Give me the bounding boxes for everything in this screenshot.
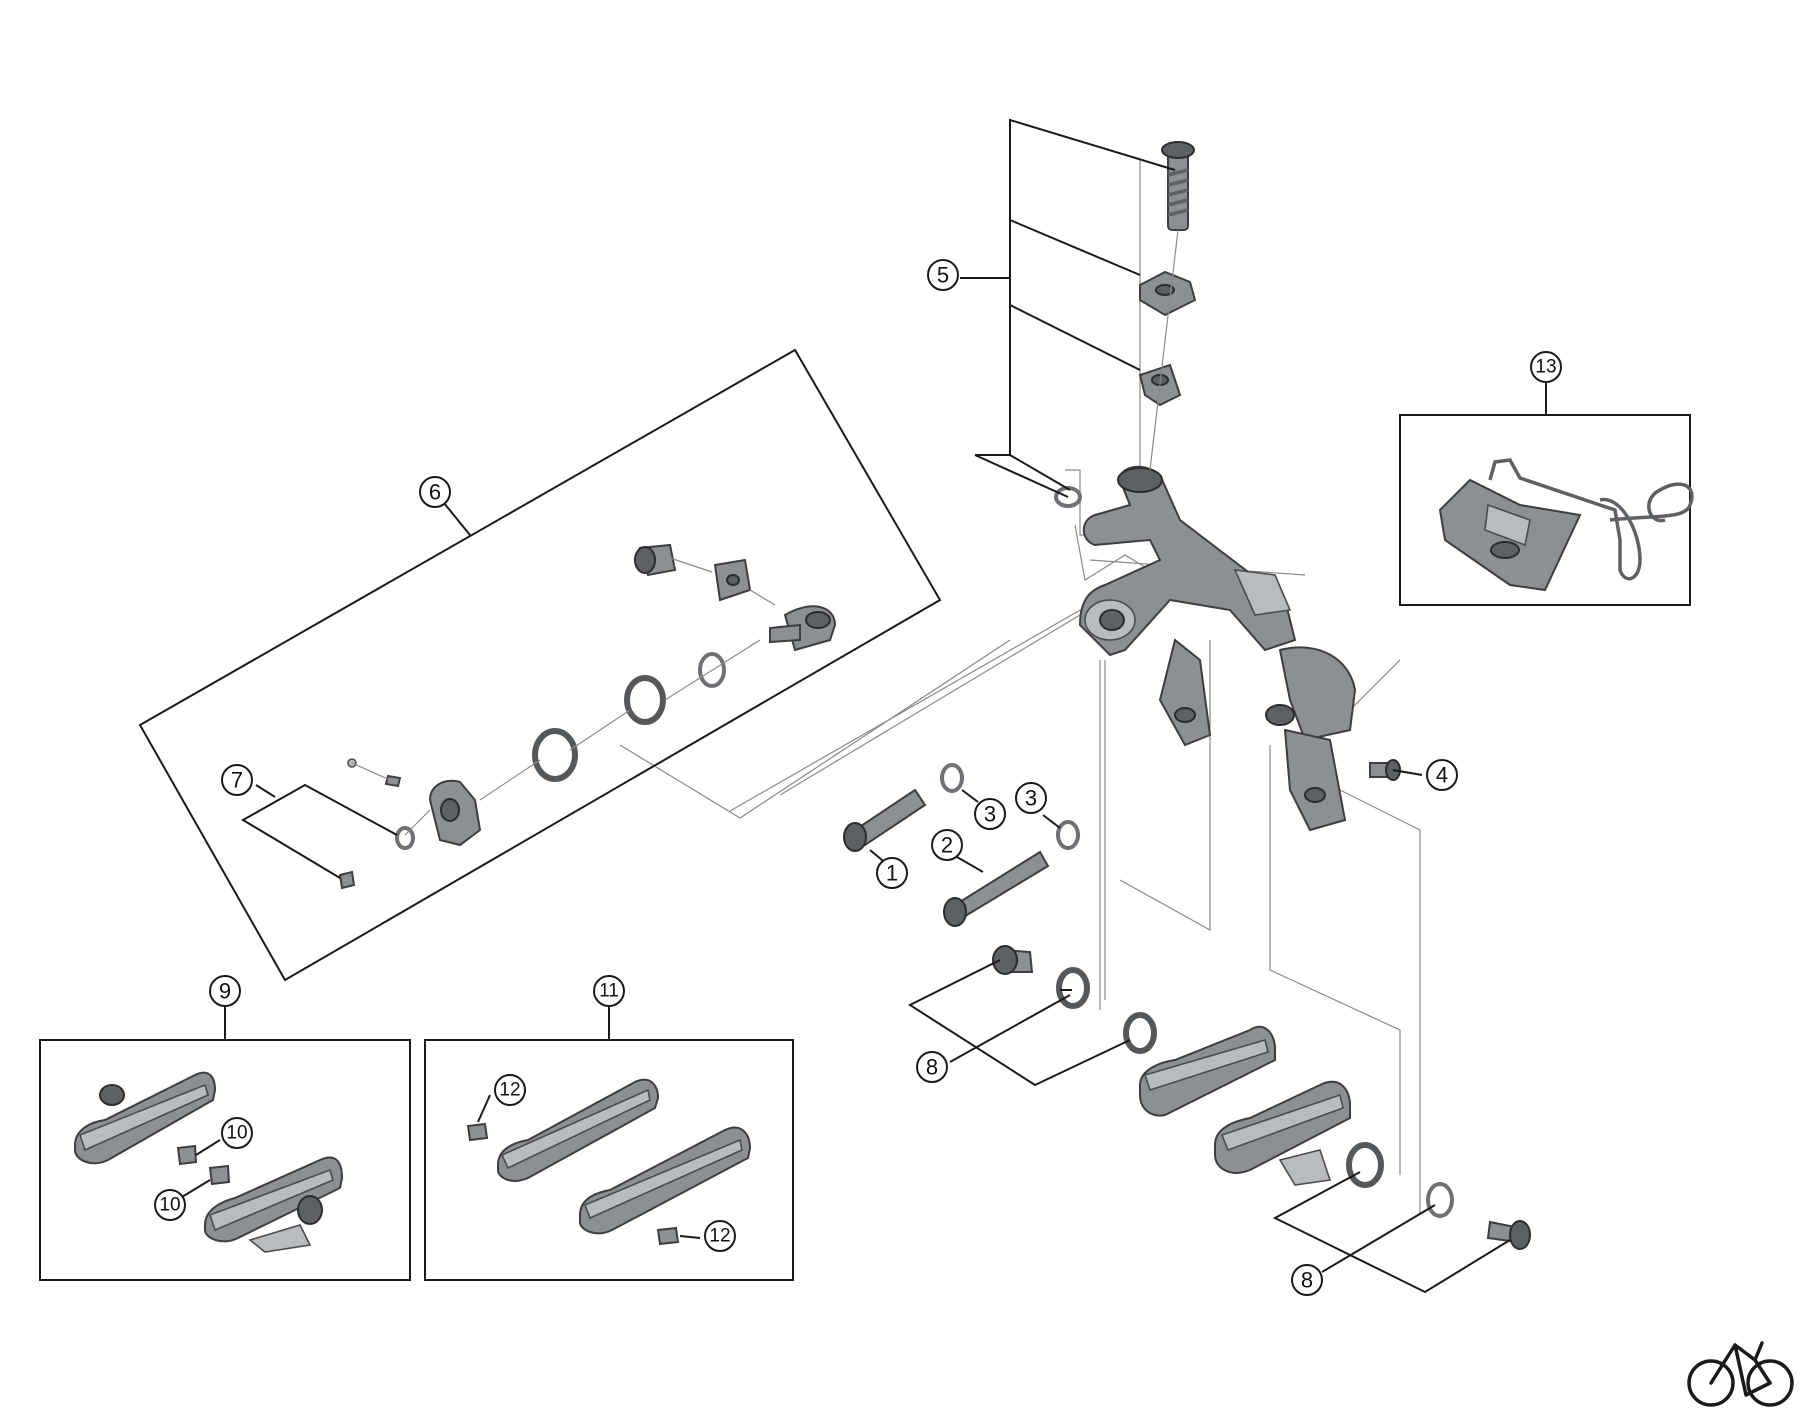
brake-caliper-lower-arm [1158, 638, 1347, 832]
callout-12-b: 12 [704, 1220, 736, 1252]
box-11-shoe-insert-set [424, 1006, 794, 1281]
callout-1: 1 [876, 857, 908, 889]
callout-10-b: 10 [154, 1189, 186, 1221]
callout-5: 5 [927, 259, 959, 291]
callout-4: 4 [1426, 759, 1458, 791]
svg-text:3: 3 [1025, 786, 1037, 811]
svg-text:4: 4 [1436, 763, 1448, 788]
svg-text:12: 12 [709, 1226, 730, 1247]
callout-11: 11 [593, 975, 625, 1007]
brake-shoes-main [1139, 1025, 1351, 1186]
svg-text:13: 13 [1535, 357, 1556, 378]
shoe-fixing-bolt-set-upper [992, 945, 1157, 1054]
svg-text:9: 9 [219, 979, 231, 1004]
svg-text:5: 5 [937, 263, 949, 288]
svg-text:6: 6 [429, 480, 441, 505]
svg-text:7: 7 [231, 768, 243, 793]
callout-8-lower: 8 [1291, 1264, 1323, 1296]
shoe-fixing-bolt-set-lower [1346, 1142, 1531, 1250]
svg-text:8: 8 [926, 1055, 938, 1080]
callout-3-a: 3 [974, 798, 1006, 830]
callout-3-b: 3 [1015, 782, 1047, 814]
box-13-return-spring-set [1399, 383, 1694, 606]
callout-12-a: 12 [494, 1074, 526, 1106]
callout-10-a: 10 [221, 1117, 253, 1149]
svg-text:10: 10 [159, 1195, 180, 1216]
svg-text:12: 12 [499, 1080, 520, 1101]
svg-text:10: 10 [226, 1123, 247, 1144]
svg-text:2: 2 [941, 833, 953, 858]
callout-6: 6 [419, 476, 451, 508]
svg-text:11: 11 [599, 981, 619, 1002]
mounting-bolt-assembly [1054, 141, 1197, 508]
callout-7-leader [241, 783, 398, 879]
box-6-cable-adjuster-assembly [138, 348, 942, 982]
adjust-bolt [1369, 759, 1423, 781]
callout-2: 2 [931, 829, 963, 861]
callout-9: 9 [209, 975, 241, 1007]
svg-text:3: 3 [984, 802, 996, 827]
box-9-brake-shoe-set [39, 1006, 411, 1281]
svg-text:1: 1 [886, 861, 898, 886]
callout-8-upper: 8 [916, 1051, 948, 1083]
pivot-bolts [843, 763, 1080, 927]
callout-7: 7 [221, 764, 253, 796]
brake-caliper-arm [1078, 465, 1357, 742]
bicycle-icon [1687, 1341, 1794, 1407]
callout-13: 13 [1530, 351, 1562, 383]
svg-text:8: 8 [1301, 1268, 1313, 1293]
